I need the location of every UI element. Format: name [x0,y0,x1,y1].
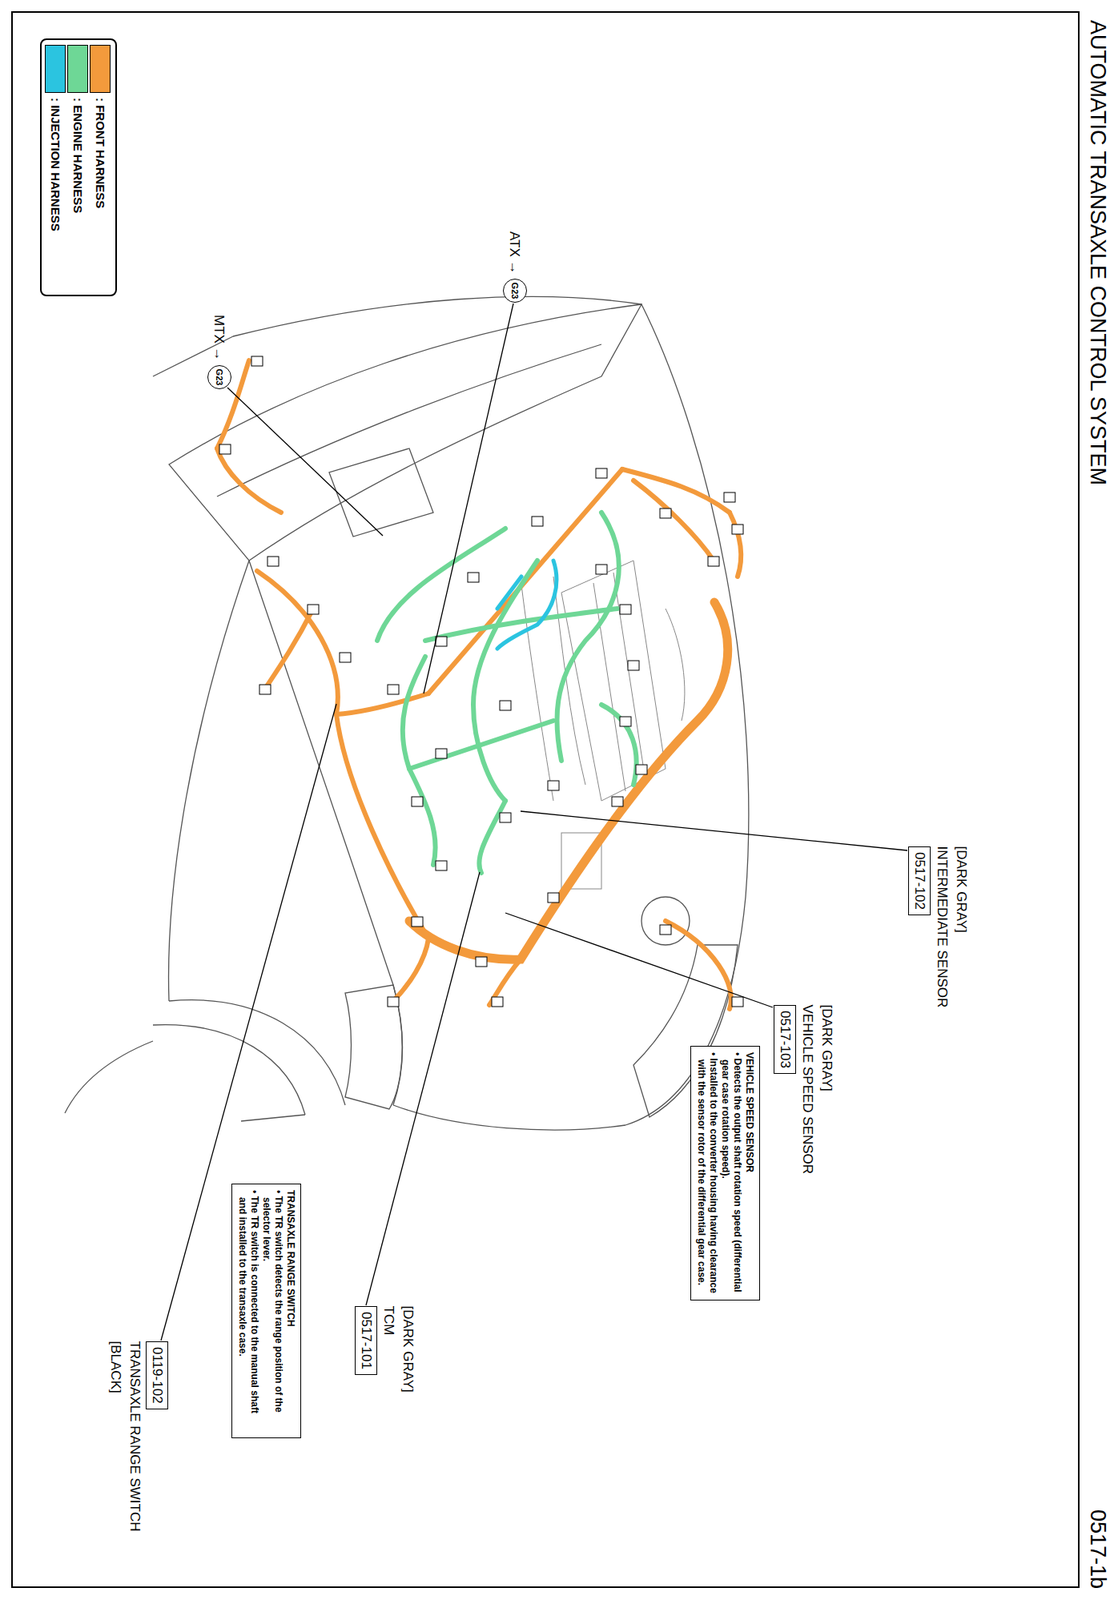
injection-harness [497,560,557,649]
note-heading: TRANSAXLE RANGE SWITCH [284,1190,297,1432]
callout-number: 0517-103 [777,1010,793,1069]
note-heading: VEHICLE SPEED SENSOR [743,1052,756,1295]
legend-box: : FRONT HARNESS : ENGINE HARNESS : INJECTI… [40,38,117,297]
connector-color: [DARK GRAY] [400,1306,417,1393]
legend-text: : FRONT HARNESS [92,97,109,209]
callout-number: 0119-102 [149,1347,165,1404]
legend-text: : ENGINE HARNESS [69,97,86,214]
variant-label: MTX → [211,314,229,362]
legend-swatch [44,44,66,93]
callout-number-box: 0517-101TCM[DARK GRAY] [354,1306,378,1376]
note-box: TRANSAXLE RANGE SWITCH• The TR switch de… [231,1183,302,1439]
legend-text: : INJECTION HARNESS [47,97,64,232]
legend-swatch [89,44,111,93]
component-name: TRANSAXLE RANGE SWITCH [127,1341,144,1533]
callout-number-box: 0119-102TRANSAXLE RANGE SWITCH[BLACK] [145,1341,169,1410]
diagram-title: AUTOMATIC TRANSAXLE CONTROL SYSTEM [1085,20,1110,486]
harness-connectors [219,356,744,1007]
page-border [12,12,1079,1588]
component-name: INTERMEDIATE SENSOR [934,846,951,1009]
note-bullet: • Installed to the converter housing hav… [695,1052,720,1295]
callout-number-box: 0517-103VEHICLE SPEED SENSOR[DARK GRAY] [773,1005,797,1074]
connector-color: [BLACK] [108,1341,125,1394]
note-bullet: • Detects the output shaft rotation spee… [719,1052,744,1295]
connector-color: [DARK GRAY] [953,846,970,934]
note-bullet: • The TR switch detects the range positi… [260,1190,285,1432]
connector-callout-circle: G23 [502,278,527,303]
component-name: TCM [381,1306,398,1336]
callout-number-box: 0517-102INTERMEDIATE SENSOR[DARK GRAY] [908,846,931,916]
legend-swatch [67,44,89,93]
callout-number: 0517-102 [912,852,928,910]
component-name: VEHICLE SPEED SENSOR [800,1005,817,1175]
connector-color: [DARK GRAY] [819,1005,836,1092]
note-bullet: • The TR switch is connected to the manu… [236,1190,261,1432]
note-box: VEHICLE SPEED SENSOR• Detects the output… [690,1045,761,1301]
front-harness [217,360,741,1010]
connector-code: G23 [510,282,520,300]
callout-number: 0517-101 [358,1311,375,1370]
connector-code: G23 [214,369,225,387]
car-outline [64,296,749,1131]
connector-callout-circle: G23 [207,365,232,390]
page-number: 0517-1b [1085,1509,1110,1589]
variant-label: ATX → [506,231,524,275]
